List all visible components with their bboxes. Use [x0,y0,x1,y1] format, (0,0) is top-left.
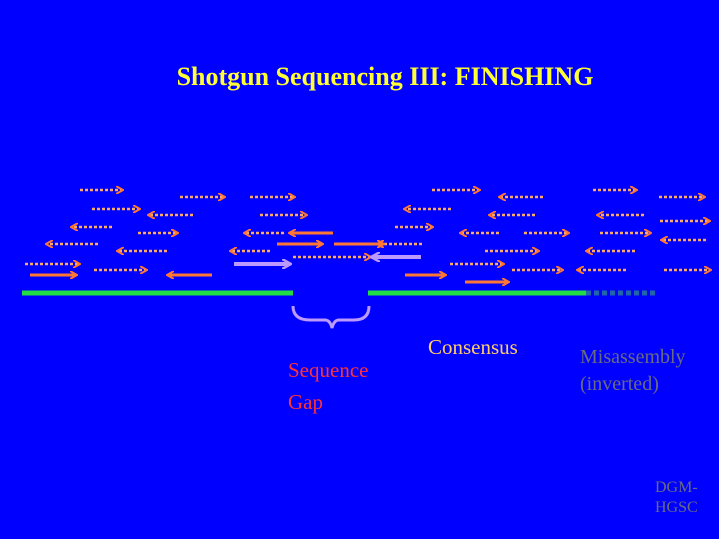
gap-brace [291,305,371,329]
slide-title: Shotgun Sequencing III: FINISHING [176,62,594,91]
sequence-reads [25,190,710,282]
misassembly-label: Misassembly (inverted) [580,346,686,395]
credit-label: DGM- HGSC [655,479,698,516]
consensus-label: Consensus [428,335,518,359]
sequence-gap-label: Sequence Gap [288,358,369,414]
